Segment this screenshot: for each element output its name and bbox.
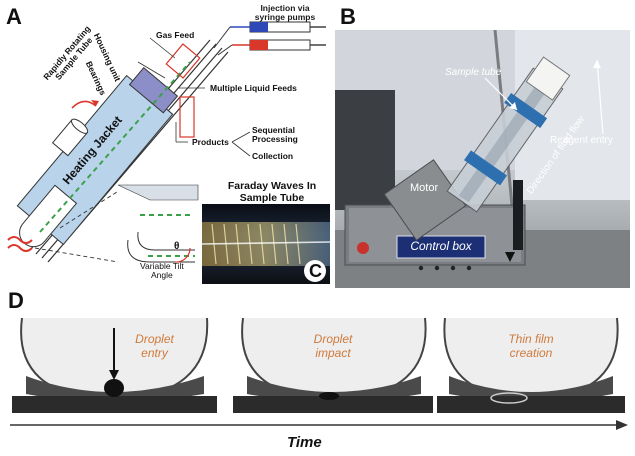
droplet-frame-2-image [233, 318, 433, 413]
schematic-panel: Injection via syringe pumps Gas Feed Hou… [0, 0, 335, 285]
panel-c-badge [304, 260, 326, 282]
panel-label-a: A [6, 4, 22, 29]
reagent-entry-label: Reagent entry [550, 135, 613, 146]
panel-label-c: C [309, 261, 322, 281]
faraday-title: Faraday Waves In Sample Tube [227, 180, 317, 204]
reactor-schematic [7, 21, 326, 265]
panel-label-b: B [340, 4, 356, 29]
sequential-processing-label: Sequential Processing [252, 125, 298, 144]
faraday-waves-photo: C [202, 204, 330, 284]
control-box-label: Control box [410, 239, 472, 253]
theta-symbol: θ [174, 241, 180, 252]
droplet-frame-2: Droplet impact [233, 318, 433, 413]
time-arrow [10, 420, 628, 430]
multiple-liquid-feeds-label: Multiple Liquid Feeds [210, 83, 297, 93]
sample-tube-label: Sample tube [445, 67, 502, 78]
reactor-photo-image [335, 30, 630, 288]
droplet-frame-1-image [12, 318, 217, 413]
droplet-impact-caption: Droplet impact [313, 332, 353, 360]
droplet-frame-1: Droplet entry [12, 318, 217, 413]
products-label: Products [192, 137, 229, 147]
droplet-frame-3: Thin film creation [437, 318, 625, 413]
gas-feed-label: Gas Feed [156, 30, 195, 40]
injection-label: Injection via syringe pumps [254, 3, 316, 22]
thin-film-caption: Thin film creation [508, 332, 554, 360]
reactor-photo: Sample tube Direction of fluid flow Reag… [335, 30, 630, 288]
droplet-entry-caption: Droplet entry [135, 332, 174, 360]
panel-label-d: D [8, 288, 24, 313]
time-label: Time [287, 434, 322, 451]
tilt-angle-label: Variable Tilt Angle [140, 261, 184, 280]
collection-label: Collection [252, 151, 294, 161]
droplet-frame-3-image [437, 318, 625, 413]
faraday-waves-image [202, 222, 330, 266]
motor-label: Motor [410, 182, 439, 194]
